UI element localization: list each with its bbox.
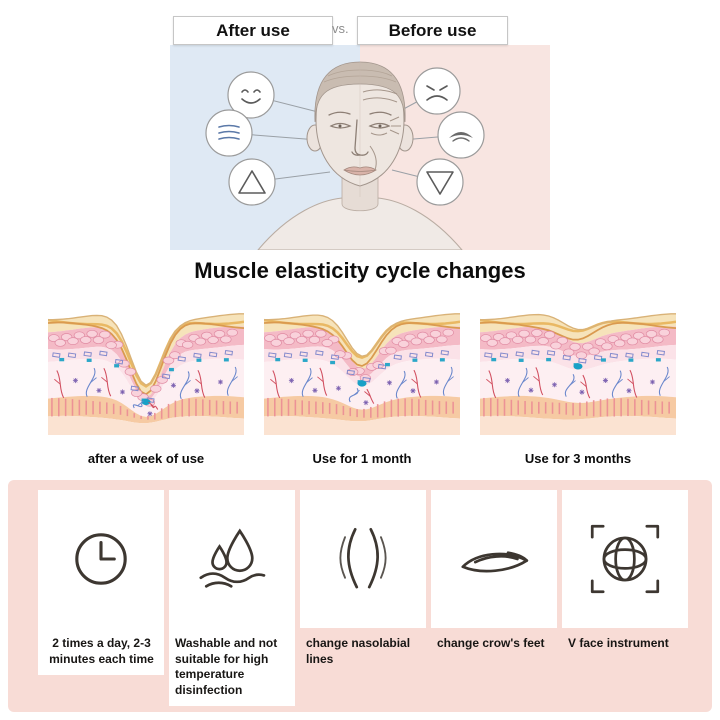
feature-card-v-face: V face instrument (562, 490, 688, 660)
smooth-lines-icon (205, 109, 253, 157)
nasolabial-lines-icon (300, 490, 426, 628)
cycle-stage-1-month: Use for 1 month (264, 303, 460, 466)
feature-card-washable: Washable and not suitable for high tempe… (169, 490, 295, 707)
crows-feet-icon (431, 490, 557, 628)
feature-text: Washable and not suitable for high tempe… (175, 636, 278, 697)
triangle-down-icon (416, 158, 464, 206)
face-illustration (257, 61, 463, 250)
feature-text: 2 times a day, 2-3 minutes each time (49, 636, 154, 666)
features-row: 2 times a day, 2-3 minutes each time Was… (8, 480, 712, 707)
wrinkle-fold-icon (437, 111, 485, 159)
cycle-stage-week: after a week of use (48, 303, 244, 466)
happy-face-icon (227, 71, 275, 119)
stage-caption: Use for 1 month (312, 451, 412, 466)
feature-text: change nasolabial lines (306, 636, 411, 666)
sad-face-icon (413, 67, 461, 115)
v-face-instrument-icon (562, 490, 688, 628)
features-panel: 2 times a day, 2-3 minutes each time Was… (8, 480, 712, 712)
skin-diagram-smooth (480, 303, 676, 435)
skin-diagram-medium-wrinkle (264, 303, 460, 435)
water-drops-icon (169, 490, 295, 628)
feature-card-usage: 2 times a day, 2-3 minutes each time (38, 490, 164, 676)
skin-diagram-deep-wrinkle (48, 303, 244, 435)
section-title: Muscle elasticity cycle changes (194, 258, 526, 283)
feature-card-nasolabial: change nasolabial lines (300, 490, 426, 675)
triangle-up-icon (228, 158, 276, 206)
stage-caption: Use for 3 months (524, 451, 632, 466)
wrinkle-lines (362, 89, 401, 171)
feature-text: change crow's feet (437, 636, 545, 650)
cycle-stage-3-months: Use for 3 months (480, 303, 676, 466)
after-use-label: After use (173, 16, 333, 45)
feature-text: V face instrument (568, 636, 669, 650)
clock-icon (38, 490, 164, 628)
feature-card-crows-feet: change crow's feet (431, 490, 557, 660)
stage-caption: after a week of use (87, 451, 205, 466)
vs-label: vs. (332, 21, 349, 36)
before-after-section: After use vs. Before use (0, 0, 720, 250)
face-comparison-art (170, 45, 550, 250)
before-use-label: Before use (357, 16, 508, 45)
cycle-stages: after a week of use Use for 1 month Use … (48, 303, 676, 466)
